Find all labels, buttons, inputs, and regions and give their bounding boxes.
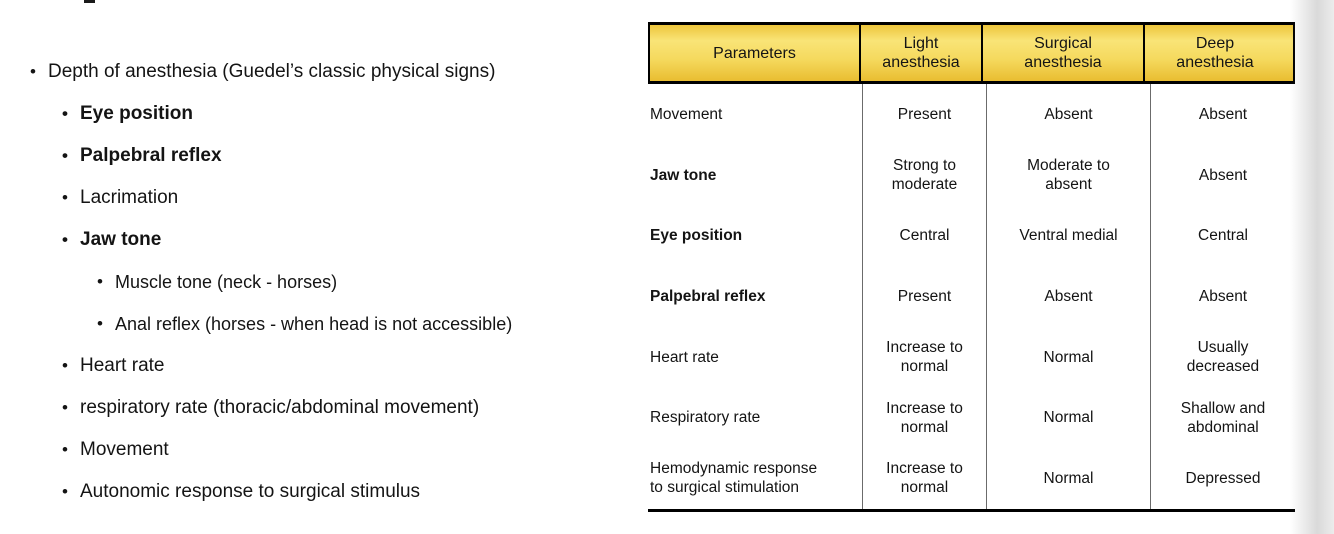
table-cell-parameter: Hemodynamic response to surgical stimula… bbox=[648, 448, 863, 509]
table-cell-light: Increase to normal bbox=[863, 448, 987, 509]
cell-text: Palpebral reflex bbox=[650, 287, 766, 305]
outline-item-heart-rate: Heart rate bbox=[0, 355, 625, 377]
cell-text: Ventral medial bbox=[1019, 227, 1118, 245]
cell-text: Normal bbox=[1043, 348, 1094, 366]
outline-item-depth-of-anesthesia: Depth of anesthesia (Guedel’s classic ph… bbox=[0, 61, 625, 83]
table-cell-deep: Absent bbox=[1151, 84, 1295, 145]
table-cell-deep: Shallow and abdominal bbox=[1151, 387, 1295, 448]
outline-item-eye-position: Eye position bbox=[0, 103, 625, 125]
cell-text: Absent bbox=[1198, 287, 1248, 305]
table-cell-light: Present bbox=[863, 266, 987, 327]
cell-text: Increase to normal bbox=[886, 460, 963, 497]
cell-text: Usually decreased bbox=[1186, 339, 1260, 376]
cell-text: Normal bbox=[1043, 469, 1094, 487]
table-cell-deep: Absent bbox=[1151, 266, 1295, 327]
cell-text: Jaw tone bbox=[650, 166, 717, 184]
outline-item-label: Autonomic response to surgical stimulus bbox=[80, 481, 421, 502]
outline-item-muscle-tone: Muscle tone (neck - horses) bbox=[0, 271, 625, 293]
table-cell-parameter: Eye position bbox=[648, 205, 863, 267]
outline-item-respiratory-rate: respiratory rate (thoracic/abdominal mov… bbox=[0, 397, 625, 419]
outline-item-label: Jaw tone bbox=[80, 229, 162, 250]
outline-item-label: Lacrimation bbox=[80, 187, 179, 208]
cell-text: Central bbox=[899, 227, 950, 245]
cell-text: Increase to normal bbox=[886, 399, 963, 436]
column-header-light-anesthesia: Light anesthesia bbox=[861, 25, 983, 81]
cell-text: Hemodynamic response to surgical stimula… bbox=[650, 460, 818, 497]
table-cell-parameter: Movement bbox=[648, 84, 863, 145]
outline-item-autonomic-response: Autonomic response to surgical stimulus bbox=[0, 481, 625, 503]
cell-text: Absent bbox=[1198, 166, 1248, 184]
table-cell-deep: Absent bbox=[1151, 145, 1295, 206]
table-cell-parameter: Respiratory rate bbox=[648, 387, 863, 449]
table-cell-surgical: Absent bbox=[987, 266, 1151, 327]
table-header-row: Parameters Light anesthesia Surgical ane… bbox=[648, 22, 1295, 84]
table-cell-parameter: Heart rate bbox=[648, 326, 863, 388]
cell-text: Strong to moderate bbox=[891, 157, 958, 194]
table-cell-deep: Usually decreased bbox=[1151, 327, 1295, 388]
column-header-label: Surgical anesthesia bbox=[1024, 35, 1102, 71]
cell-text: Depressed bbox=[1185, 469, 1261, 487]
anesthesia-depth-outline: Depth of anesthesia (Guedel’s classic ph… bbox=[0, 61, 625, 523]
column-header-surgical-anesthesia: Surgical anesthesia bbox=[983, 25, 1145, 81]
outline-item-jaw-tone: Jaw tone bbox=[0, 229, 625, 251]
cell-text: Normal bbox=[1043, 409, 1094, 427]
cell-text: Shallow and abdominal bbox=[1180, 399, 1266, 436]
outline-item-label: Movement bbox=[80, 439, 169, 460]
cell-text: Increase to normal bbox=[886, 339, 963, 376]
anesthesia-depth-table: Parameters Light anesthesia Surgical ane… bbox=[648, 22, 1295, 512]
table-cell-surgical: Normal bbox=[987, 326, 1151, 388]
column-header-parameters: Parameters bbox=[650, 25, 861, 81]
table-cell-surgical: Absent bbox=[987, 84, 1151, 145]
table-cell-light: Increase to normal bbox=[863, 326, 987, 388]
table-cell-surgical: Normal bbox=[987, 448, 1151, 509]
outline-item-label: Anal reflex (horses - when head is not a… bbox=[115, 314, 513, 334]
table-cell-surgical: Moderate to absent bbox=[987, 144, 1151, 206]
cropped-title-fragment bbox=[84, 0, 95, 3]
table-cell-light: Increase to normal bbox=[863, 387, 987, 449]
outline-item-anal-reflex: Anal reflex (horses - when head is not a… bbox=[0, 313, 625, 335]
outline-item-lacrimation: Lacrimation bbox=[0, 187, 625, 209]
cell-text: Absent bbox=[1198, 105, 1248, 123]
table-body: Movement Present Absent Absent Jaw tone … bbox=[648, 84, 1295, 509]
outline-item-movement: Movement bbox=[0, 439, 625, 461]
table-cell-surgical: Normal bbox=[987, 387, 1151, 449]
cell-text: Present bbox=[897, 105, 952, 123]
cell-text: Central bbox=[1198, 227, 1248, 245]
cell-text: Absent bbox=[1044, 105, 1093, 123]
outline-item-label: Depth of anesthesia (Guedel’s classic ph… bbox=[48, 61, 496, 82]
outline-item-label: respiratory rate (thoracic/abdominal mov… bbox=[80, 397, 480, 418]
outline-item-label: Heart rate bbox=[80, 355, 165, 376]
cell-text: Eye position bbox=[650, 227, 743, 245]
column-header-deep-anesthesia: Deep anesthesia bbox=[1145, 25, 1285, 81]
outline-item-label: Muscle tone (neck - horses) bbox=[115, 272, 338, 292]
cell-text: Absent bbox=[1044, 287, 1093, 305]
table-bottom-rule bbox=[648, 508, 1295, 512]
table-cell-light: Present bbox=[863, 84, 987, 145]
table-cell-parameter: Jaw tone bbox=[648, 144, 863, 206]
table-cell-surgical: Ventral medial bbox=[987, 205, 1151, 267]
slide-edge-shading bbox=[1290, 0, 1334, 534]
table-cell-deep: Depressed bbox=[1151, 448, 1295, 509]
cell-text: Present bbox=[897, 287, 952, 305]
outline-item-label: Eye position bbox=[80, 103, 193, 124]
column-header-label: Light anesthesia bbox=[882, 35, 960, 71]
outline-item-palpebral-reflex: Palpebral reflex bbox=[0, 145, 625, 167]
table-cell-parameter: Palpebral reflex bbox=[648, 266, 863, 327]
cell-text: Respiratory rate bbox=[650, 409, 761, 427]
column-header-label: Deep anesthesia bbox=[1176, 35, 1254, 71]
table-cell-light: Central bbox=[863, 205, 987, 267]
cell-text: Moderate to absent bbox=[1027, 157, 1110, 194]
cell-text: Heart rate bbox=[650, 348, 719, 366]
cell-text: Movement bbox=[650, 105, 723, 123]
table-cell-deep: Central bbox=[1151, 205, 1295, 266]
column-header-label: Parameters bbox=[713, 44, 796, 62]
outline-item-label: Palpebral reflex bbox=[80, 145, 222, 166]
table-cell-light: Strong to moderate bbox=[863, 144, 987, 206]
